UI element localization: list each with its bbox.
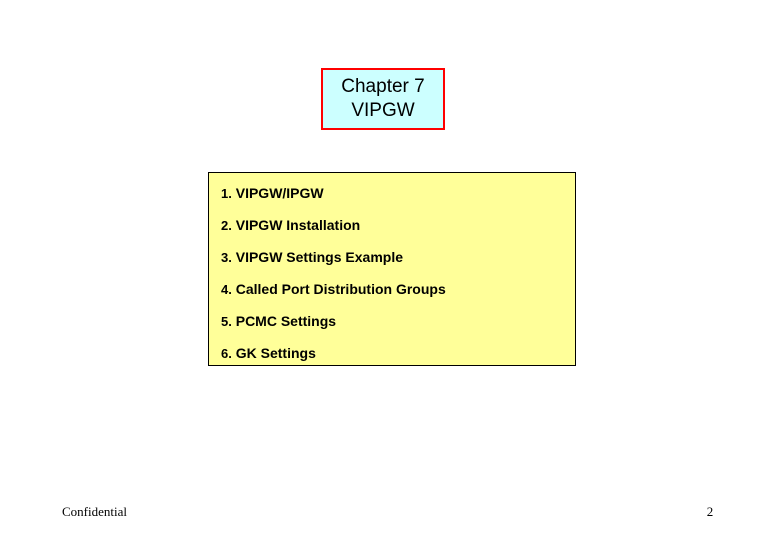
agenda-item-3: 3. VIPGW Settings Example bbox=[221, 249, 575, 266]
agenda-item-6-number: 6. bbox=[221, 346, 232, 361]
agenda-item-4-number: 4. bbox=[221, 282, 232, 297]
agenda-item-2-label: VIPGW Installation bbox=[235, 217, 361, 233]
agenda-item-4-label: Called Port Distribution Groups bbox=[235, 281, 446, 297]
slide-title-box: Chapter 7 VIPGW bbox=[321, 68, 445, 130]
agenda-item-4: 4. Called Port Distribution Groups bbox=[221, 281, 575, 298]
agenda-item-1: 1. VIPGW/IPGW bbox=[221, 185, 575, 202]
agenda-item-3-number: 3. bbox=[221, 250, 232, 265]
agenda-item-6-label: GK Settings bbox=[235, 345, 316, 361]
slide-title-line-2: VIPGW bbox=[351, 100, 415, 121]
agenda-item-5-label: PCMC Settings bbox=[235, 313, 337, 329]
agenda-item-6: 6. GK Settings bbox=[221, 345, 575, 362]
agenda-item-2-number: 2. bbox=[221, 218, 232, 233]
agenda-item-5-number: 5. bbox=[221, 314, 232, 329]
agenda-item-2: 2. VIPGW Installation bbox=[221, 217, 575, 234]
agenda-item-3-label: VIPGW Settings Example bbox=[235, 249, 403, 265]
agenda-item-1-number: 1. bbox=[221, 186, 232, 201]
footer-confidential: Confidential bbox=[62, 504, 127, 519]
slide-title-line-1: Chapter 7 bbox=[341, 76, 425, 97]
footer-page-number: 2 bbox=[706, 504, 714, 519]
agenda-item-5: 5. PCMC Settings bbox=[221, 313, 575, 330]
agenda-item-1-label: VIPGW/IPGW bbox=[235, 185, 324, 201]
agenda-box: 1. VIPGW/IPGW 2. VIPGW Installation 3. V… bbox=[208, 172, 576, 366]
